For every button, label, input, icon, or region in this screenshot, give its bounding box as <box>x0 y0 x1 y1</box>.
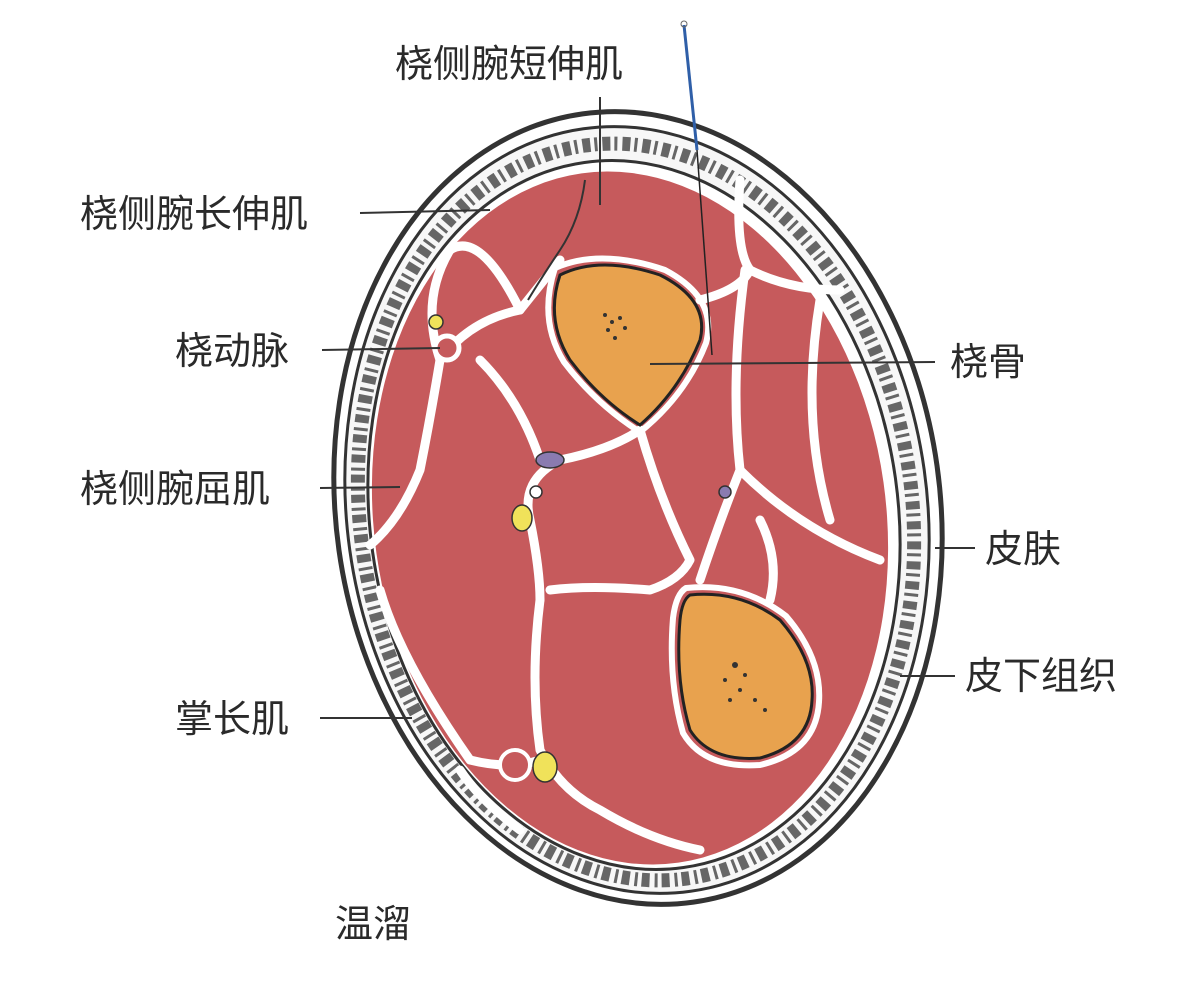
radius-outline-white <box>545 255 712 436</box>
subcutaneous-tissue <box>350 136 922 888</box>
interosseous-vessel <box>718 485 732 499</box>
needle-handle-tip <box>680 20 688 28</box>
leader-lines <box>319 97 975 719</box>
label-ecrl: 桡侧腕长伸肌 <box>80 192 309 236</box>
radial-nerve <box>428 314 444 330</box>
median-vein <box>535 451 565 469</box>
marrow-dots <box>603 313 767 712</box>
label-skin: 皮肤 <box>985 527 1062 571</box>
ulna-outline-white <box>668 584 823 769</box>
ulnar-artery <box>498 748 532 782</box>
ulnar-nerve <box>532 751 558 783</box>
label-ecrb: 桡侧腕短伸肌 <box>395 42 624 86</box>
label-palmaris-longus: 掌长肌 <box>175 697 290 741</box>
median-nerve <box>511 504 533 532</box>
radius-bone <box>552 263 704 427</box>
label-subcutaneous: 皮下组织 <box>965 654 1118 698</box>
label-acupoint: 温溜 <box>335 902 412 946</box>
label-radial-artery: 桡动脉 <box>175 329 290 373</box>
acupuncture-needle <box>682 24 699 151</box>
superficial-radial-nerve <box>527 179 586 301</box>
label-radius: 桡骨 <box>950 340 1027 384</box>
label-fcr: 桡侧腕屈肌 <box>80 467 271 511</box>
median-artery <box>529 485 543 499</box>
needle-shaft-inside <box>696 149 713 356</box>
